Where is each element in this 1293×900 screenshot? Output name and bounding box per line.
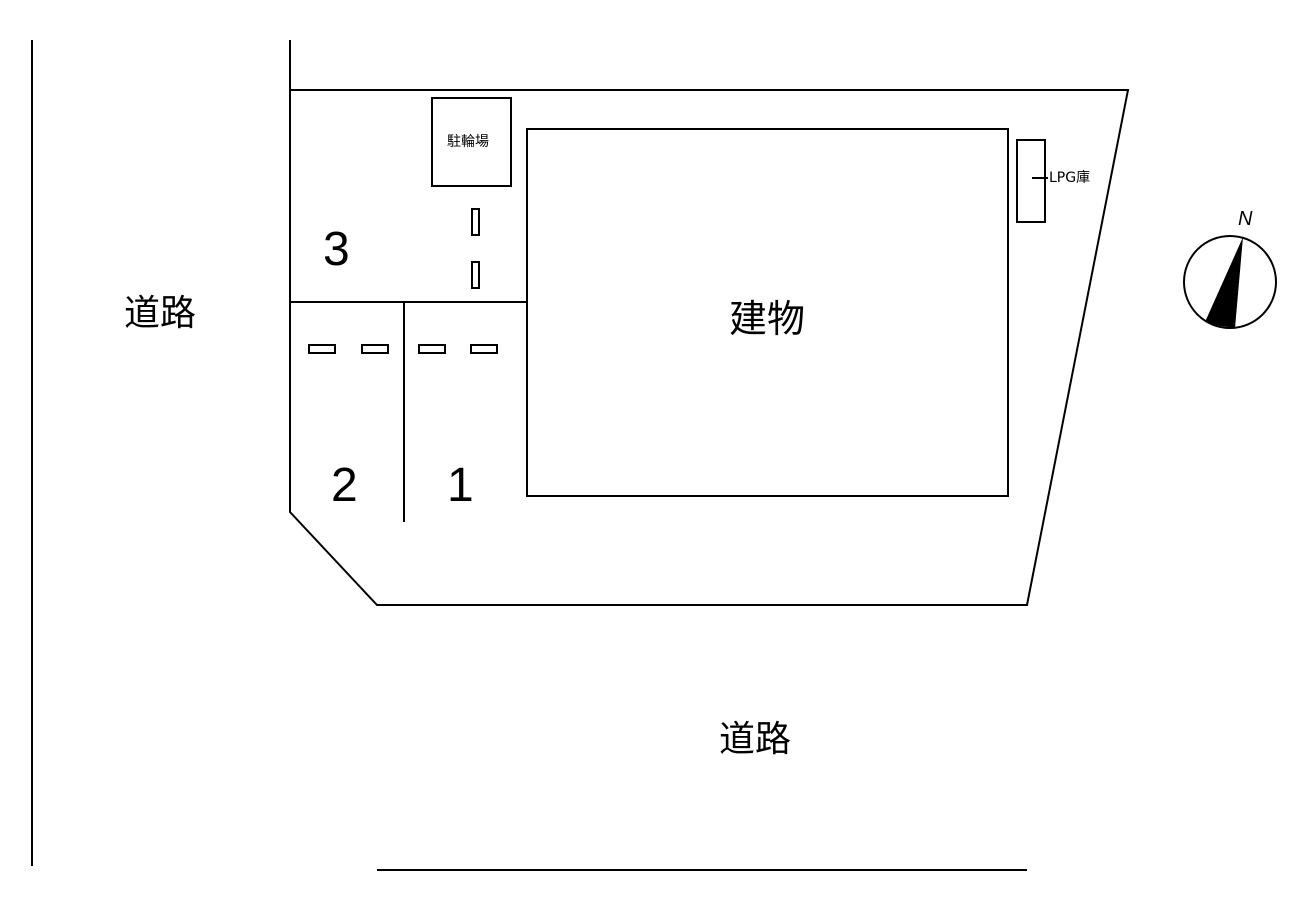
wheel-stop bbox=[418, 344, 446, 354]
north-label: N bbox=[1238, 208, 1253, 230]
west-road-label: 道路 bbox=[124, 293, 197, 334]
parking-space-2-number: 2 bbox=[331, 459, 358, 512]
lpg-storage-label: LPG庫 bbox=[1049, 170, 1091, 186]
wheel-stop bbox=[361, 344, 389, 354]
wheel-stop bbox=[471, 261, 480, 289]
lpg-storage-outline bbox=[1016, 139, 1046, 223]
bicycle-parking-outline bbox=[431, 97, 512, 187]
wheel-stop bbox=[470, 344, 498, 354]
site-boundary bbox=[289, 89, 1130, 606]
bicycle-parking-label: 駐輪場 bbox=[447, 134, 489, 150]
wheel-stop bbox=[471, 208, 480, 236]
parking-space-3-number: 3 bbox=[323, 223, 350, 276]
south-road-label: 道路 bbox=[719, 719, 792, 760]
building-outline bbox=[526, 128, 1009, 497]
wheel-stop bbox=[308, 344, 336, 354]
building-label: 建物 bbox=[729, 297, 806, 341]
north-arrow-icon bbox=[1183, 235, 1277, 329]
parking-space-1-number: 1 bbox=[447, 459, 474, 512]
